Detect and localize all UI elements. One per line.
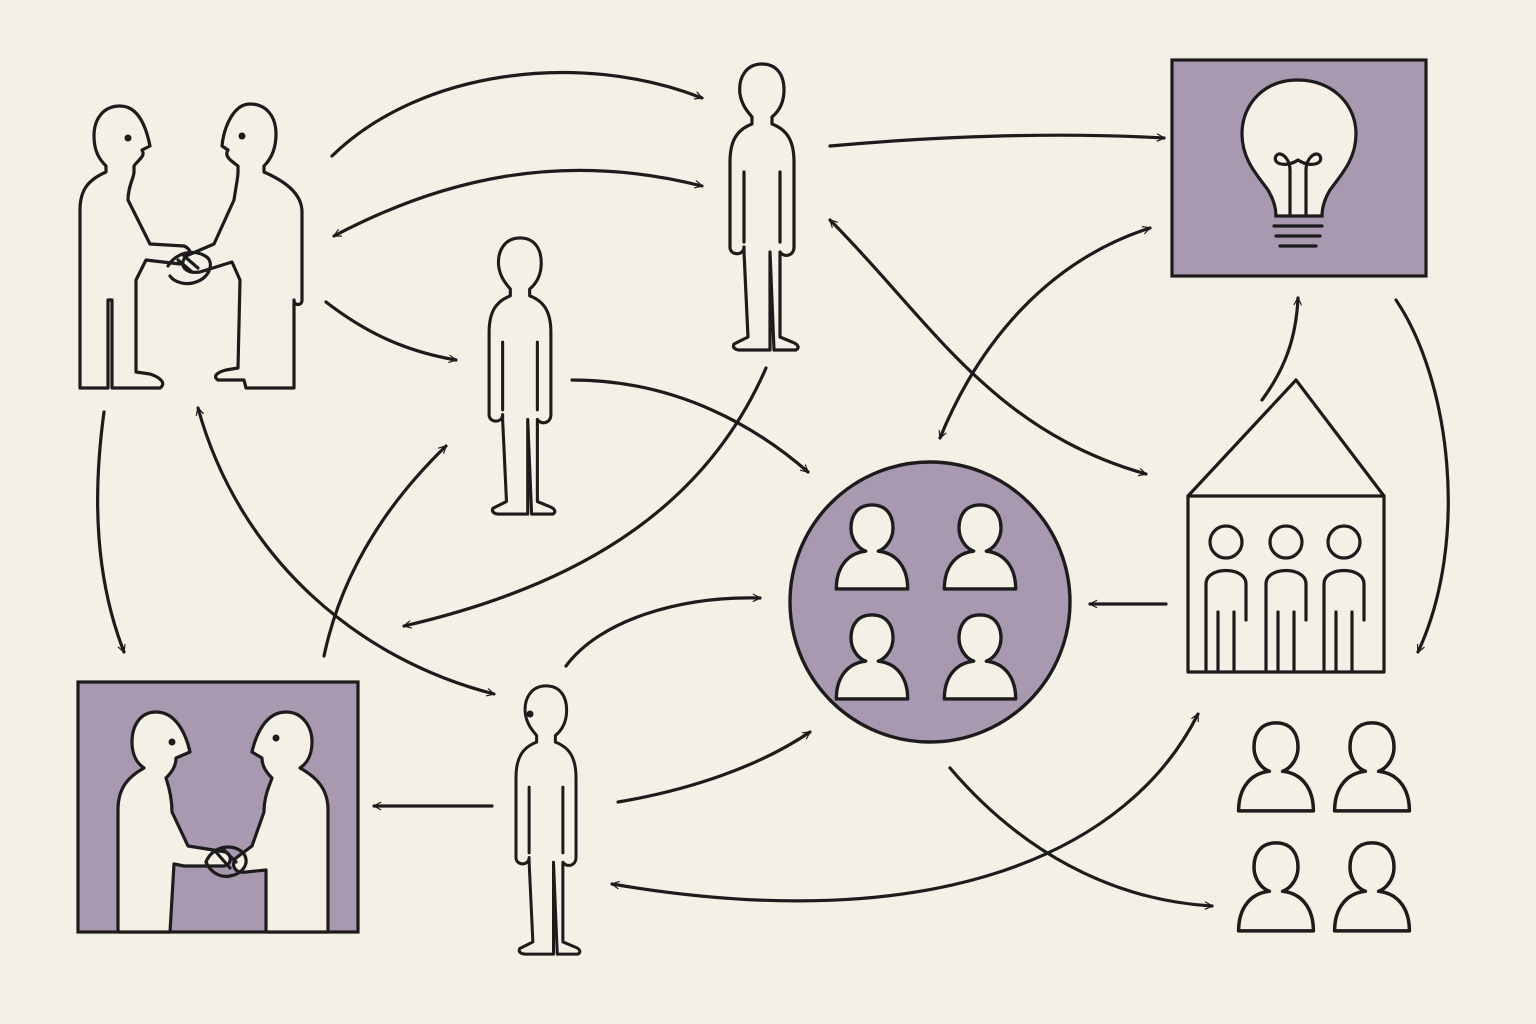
person-bust-icon <box>1332 841 1412 933</box>
edge-bottom-to-group-upper <box>564 593 762 668</box>
edge-top-to-bottom <box>402 366 768 629</box>
person-bust-icon <box>1236 841 1316 933</box>
house-people-icon <box>1204 524 1366 674</box>
group-circle-node <box>788 460 1072 744</box>
person-bust-icon <box>1332 721 1412 813</box>
person-icon <box>514 684 582 956</box>
edge-house-bottom-two-way <box>610 712 1200 903</box>
person-icon <box>487 236 557 516</box>
person-icon <box>728 62 800 352</box>
edge-pair-to-box <box>96 410 126 654</box>
handshake-box-node <box>76 680 360 934</box>
edge-top-house-two-way <box>828 218 1148 477</box>
edge-bottom-to-group-lower <box>616 730 812 804</box>
edge-top-to-idea <box>828 133 1166 148</box>
edge-pair-bottom-two-way <box>195 406 496 697</box>
handshake-icon <box>166 250 212 286</box>
edge-pair-to-top <box>330 70 704 158</box>
edge-idea-to-crowd <box>1394 298 1450 654</box>
person-top-node <box>728 62 800 352</box>
community-house-node <box>1186 378 1386 674</box>
person-left-icon <box>78 104 192 390</box>
group-circle-frame <box>788 460 1072 744</box>
edge-house-to-idea <box>1260 296 1302 402</box>
person-right-icon <box>181 102 304 390</box>
crowd-node <box>1236 721 1412 933</box>
person-bust-icon <box>1236 721 1316 813</box>
edge-pair-to-middle <box>324 300 458 363</box>
person-middle-node <box>487 236 557 516</box>
edge-pair-top-two-way <box>332 168 704 238</box>
edge-middle-to-group <box>570 378 810 474</box>
connections <box>96 70 1450 910</box>
handshake-pair-node <box>78 102 304 390</box>
lightbulb-icon <box>1240 78 1358 248</box>
edge-idea-group-two-way <box>938 226 1152 440</box>
edge-box-to-middle <box>322 444 448 658</box>
idea-box-node <box>1170 58 1428 278</box>
person-bottom-node <box>514 684 582 956</box>
